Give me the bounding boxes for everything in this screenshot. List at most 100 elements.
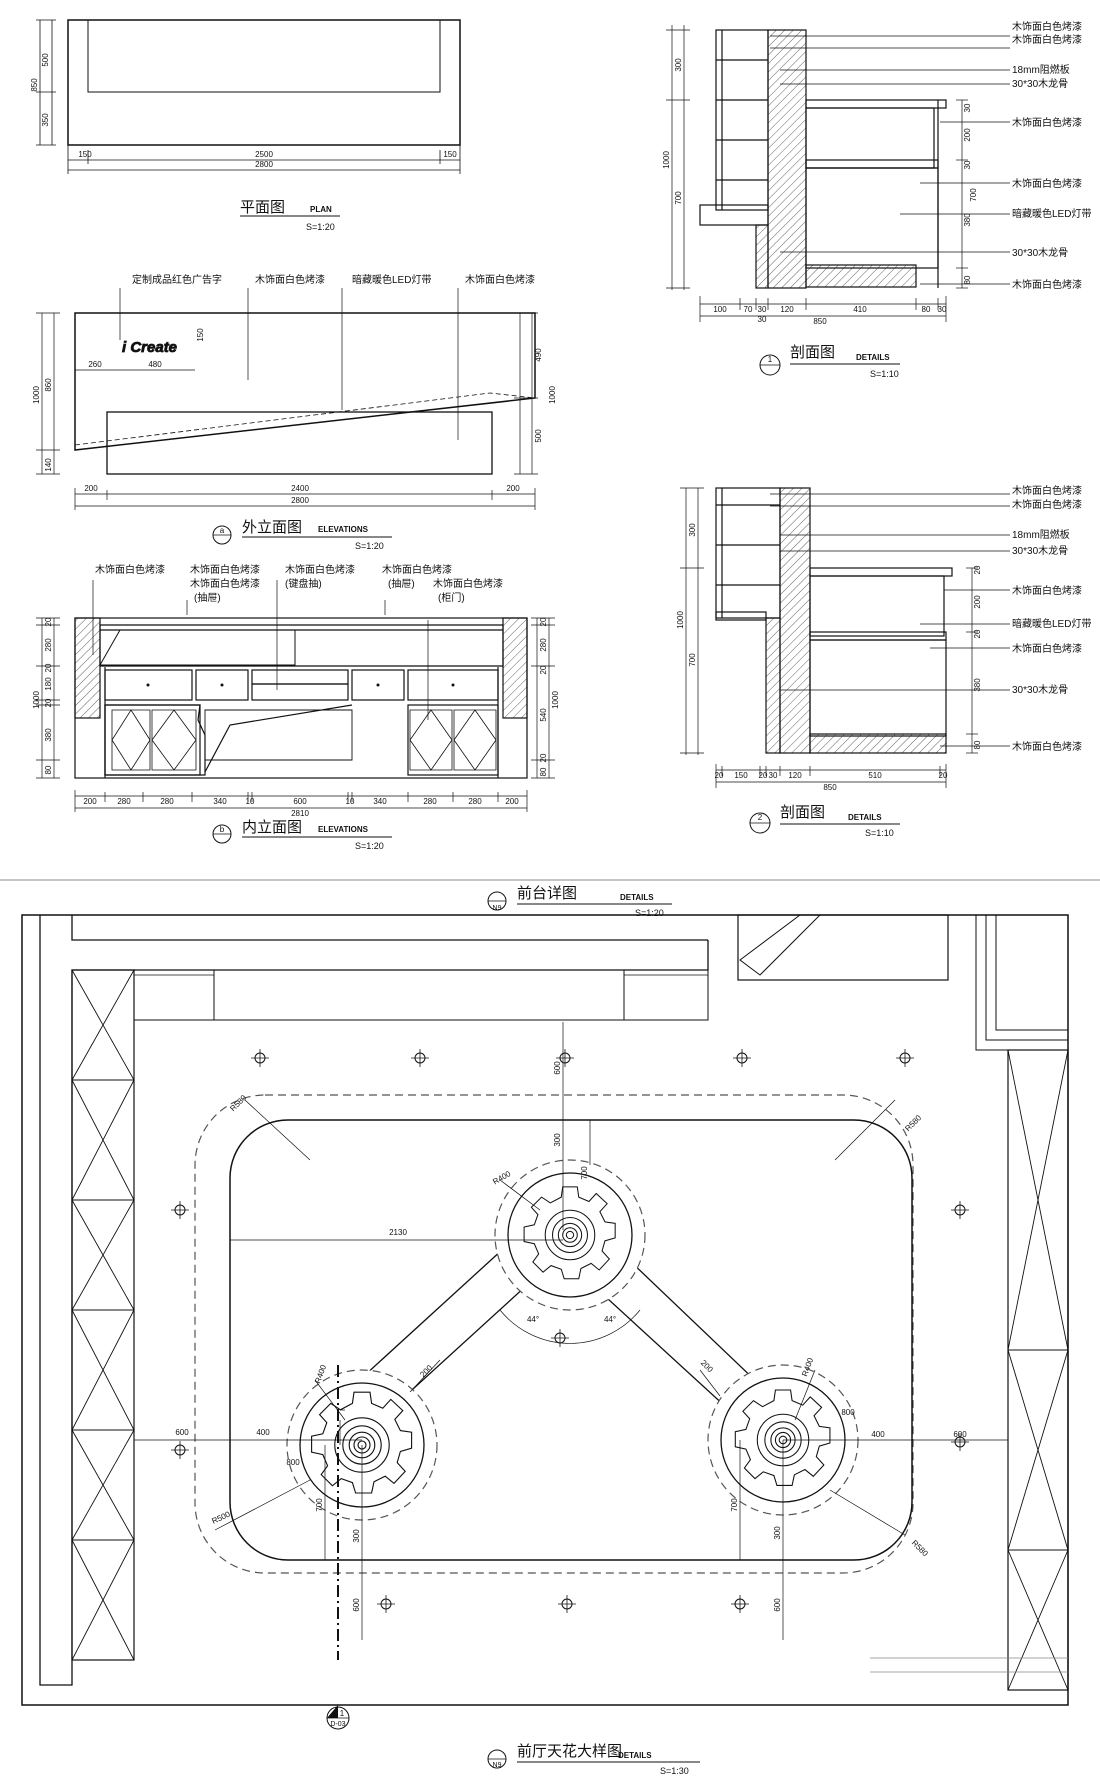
dim-label: 350	[41, 113, 50, 127]
inner-label: 木饰面白色烤漆	[95, 563, 165, 576]
dim-label: 380	[963, 213, 972, 227]
dim-label: 300	[674, 58, 683, 72]
section2-label: 30*30木龙骨	[1012, 544, 1068, 557]
front-desk-scale: S=1:20	[635, 908, 664, 918]
dim-label: 200	[973, 595, 982, 609]
dim-label: 80	[44, 765, 53, 774]
dim-label: 200	[506, 484, 520, 493]
section1-scale: S=1:10	[870, 369, 899, 379]
section1-label: 30*30木龙骨	[1012, 246, 1068, 259]
dim-label: 200	[963, 128, 972, 142]
dim-label: 150	[443, 150, 457, 159]
dim-label: 600	[953, 1430, 967, 1439]
dim-label: 300	[688, 523, 697, 537]
dim-label: 20	[539, 665, 548, 674]
dim-label: 120	[788, 771, 802, 780]
dim-label: 500	[41, 53, 50, 67]
dim-label: 30	[758, 315, 767, 324]
dim-label: 200	[84, 484, 98, 493]
dim-label: 700	[315, 1498, 324, 1512]
dim-label: 1000	[32, 691, 41, 709]
dim-label: 860	[44, 378, 53, 392]
dim-label: 2800	[255, 160, 273, 169]
section2-title-en: DETAILS	[848, 813, 882, 822]
outer-label: 木饰面白色烤漆	[255, 273, 325, 286]
dim-label: 80	[963, 275, 972, 284]
dim-label: 150	[196, 328, 205, 342]
dim-label: 340	[213, 797, 227, 806]
dim-label: 850	[823, 783, 837, 792]
dim-label: 510	[868, 771, 882, 780]
dim-label: 300	[773, 1526, 782, 1540]
dim-label: 20	[759, 771, 768, 780]
section1-label: 暗藏暖色LED灯带	[1012, 207, 1091, 220]
section1-label: 木饰面白色烤漆	[1012, 20, 1082, 33]
section-ref-marker[interactable]: 1 D-03	[326, 1705, 350, 1730]
section2-label: 木饰面白色烤漆	[1012, 642, 1082, 655]
dim-label: 20	[44, 617, 53, 626]
section2-label: 30*30木龙骨	[1012, 683, 1068, 696]
inner-label: 木饰面白色烤漆	[382, 563, 452, 576]
section1-number: 1	[768, 355, 773, 364]
dim-label: 120	[780, 305, 794, 314]
ceiling-scale: S=1:30	[660, 1766, 689, 1776]
dim-label: 540	[539, 708, 548, 722]
dim-label: 2810	[291, 809, 309, 818]
dim-label: 1000	[662, 151, 671, 169]
dim-label: 80	[922, 305, 931, 314]
plan-title-en: PLAN	[310, 205, 332, 214]
section2-label: 木饰面白色烤漆	[1012, 498, 1082, 511]
dim-label: 400	[871, 1430, 885, 1439]
dim-label: 44°	[604, 1315, 616, 1324]
dim-label: 20	[973, 565, 982, 574]
outer-title-en: ELEVATIONS	[318, 525, 369, 534]
dim-label: 700	[730, 1498, 739, 1512]
dim-label: 700	[580, 1166, 589, 1180]
section1-label: 30*30木龙骨	[1012, 77, 1068, 90]
dim-label: 800	[286, 1458, 300, 1467]
dim-label: 1000	[676, 611, 685, 629]
dim-label: 20	[539, 753, 548, 762]
dim-label: 30	[938, 305, 947, 314]
dim-label: 44°	[527, 1315, 539, 1324]
inner-title-en: ELEVATIONS	[318, 825, 369, 834]
dim-label: 700	[688, 653, 697, 667]
outer-elevation: i Create 定制成品红色广告字 木饰面白色烤漆 暗藏暖色LED灯带 木饰面…	[32, 273, 557, 551]
front-desk-title-en: DETAILS	[620, 893, 654, 902]
ceiling-title: 前厅天花大样图	[517, 1743, 622, 1760]
dim-label: 480	[148, 360, 162, 369]
dim-label: 490	[534, 348, 543, 362]
dim-label: 2400	[291, 484, 309, 493]
inner-label: (抽屉)	[194, 591, 221, 604]
dim-label: 700	[969, 188, 978, 202]
dim-label: 600	[553, 1061, 562, 1075]
dim-label: R580	[228, 1093, 248, 1113]
dim-label: R580	[910, 1538, 930, 1558]
dim-label: 280	[160, 797, 174, 806]
dim-label: 100	[713, 305, 727, 314]
section-1: 木饰面白色烤漆 木饰面白色烤漆 18mm阻燃板 30*30木龙骨 木饰面白色烤漆…	[662, 20, 1091, 379]
inner-label: 木饰面白色烤漆	[433, 577, 503, 590]
dim-label: R400	[491, 1169, 513, 1187]
inner-elevation: 木饰面白色烤漆 木饰面白色烤漆 木饰面白色烤漆 (抽屉) 木饰面白色烤漆 (键盘…	[32, 563, 560, 851]
dim-label: 30	[963, 160, 972, 169]
dim-label: 10	[246, 797, 255, 806]
section2-number: 2	[758, 813, 763, 822]
ceiling-marker: N9	[493, 1762, 502, 1769]
dim-label: 140	[44, 458, 53, 472]
outer-title: 外立面图	[242, 519, 302, 536]
dim-label: 1000	[32, 386, 41, 404]
inner-label: (柜门)	[438, 591, 465, 604]
dim-label: 1000	[551, 691, 560, 709]
inner-label: (键盘抽)	[285, 577, 322, 590]
dim-label: 850	[813, 317, 827, 326]
section2-label: 18mm阻燃板	[1012, 528, 1070, 541]
section1-label: 木饰面白色烤漆	[1012, 177, 1082, 190]
dim-label: 280	[539, 638, 548, 652]
ceiling-title-en: DETAILS	[618, 1751, 652, 1760]
dim-label: 200	[83, 797, 97, 806]
section2-scale: S=1:10	[865, 828, 894, 838]
dim-label: 1000	[548, 386, 557, 404]
dim-label: 30	[963, 103, 972, 112]
dim-label: 20	[539, 617, 548, 626]
